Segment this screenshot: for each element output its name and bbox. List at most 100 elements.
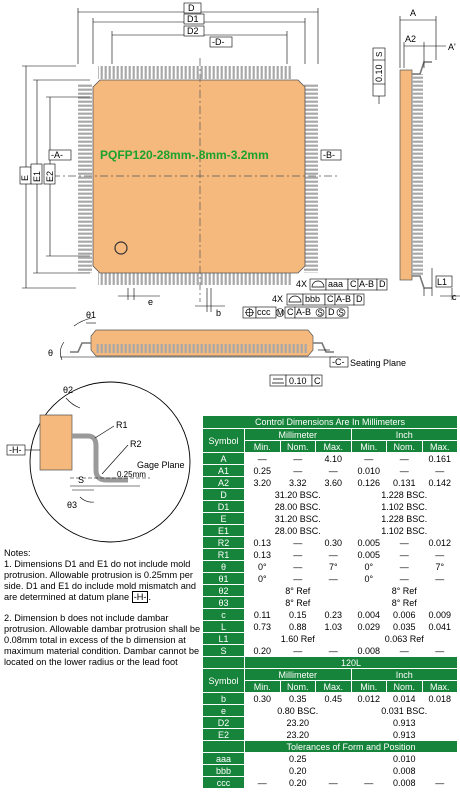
- row-value-mm: 31.20 BSC.: [244, 512, 352, 525]
- row-value: —: [279, 644, 316, 657]
- row-value: 0°: [244, 560, 281, 573]
- notes-block: Notes: 1. Dimensions D1 and E1 do not in…: [4, 548, 202, 678]
- datum-D: -D-: [212, 37, 225, 47]
- row-value: —: [386, 452, 423, 465]
- row-value-inch: 1.102 BSC.: [350, 500, 458, 513]
- dim-L1: L1: [437, 277, 447, 287]
- dim-E: E: [20, 175, 30, 181]
- row-symbol: bbb: [202, 764, 245, 777]
- pin1-marker: [114, 241, 128, 255]
- lead-count-row: 120L: [202, 656, 458, 669]
- svg-text:D: D: [379, 279, 386, 289]
- header-millimeter: Millimeter: [244, 428, 352, 441]
- row-symbol: R2: [202, 536, 245, 549]
- row-value: 0.012: [421, 536, 458, 549]
- row-value-mm: 0.80 BSC.: [244, 704, 352, 717]
- row-value-mm: 8° Ref: [244, 596, 352, 609]
- svg-text:A-B: A-B: [359, 279, 374, 289]
- side-tol-label: 0.10: [374, 64, 384, 82]
- row-value: 0.20: [279, 776, 316, 789]
- dim-E2: E2: [45, 171, 55, 182]
- row-value-inch: 1.102 BSC.: [350, 524, 458, 537]
- top-leads: [98, 66, 292, 79]
- header-symbol: Symbol: [202, 428, 245, 453]
- gage-plane-label: Gage Plane: [137, 460, 185, 470]
- row-value: —: [386, 560, 423, 573]
- fcf-aaa: 4X aaa C A-B D: [296, 278, 388, 291]
- row-value: —: [279, 560, 316, 573]
- row-value: 0.23: [315, 608, 352, 621]
- table-title-row: Control Dimensions Are In Millimeters: [202, 415, 458, 429]
- row-value-mm: 23.20: [244, 716, 352, 729]
- row-value-inch: 0.063 Ref: [350, 632, 458, 645]
- svg-text:C: C: [350, 279, 357, 289]
- row-symbol: S: [202, 644, 245, 657]
- side-tol-ref: S: [375, 52, 384, 57]
- row-value-inch: 8° Ref: [350, 584, 458, 597]
- dim-R1: R1: [116, 420, 128, 430]
- row-value: —: [386, 572, 423, 585]
- row-value: —: [421, 548, 458, 561]
- row-value: 0.30: [244, 692, 281, 705]
- dim-A2: A2: [405, 34, 416, 44]
- row-value: 0.012: [350, 692, 387, 705]
- row-value: —: [421, 776, 458, 789]
- row-symbol: L1: [202, 632, 245, 645]
- row-value: —: [386, 536, 423, 549]
- row-value: —: [315, 644, 352, 657]
- dim-R2: R2: [130, 439, 142, 449]
- fcf-ccc: ccc M C A-B S D S: [242, 306, 349, 319]
- row-value: 0.006: [386, 608, 423, 621]
- row-value: —: [421, 572, 458, 585]
- header-sub: Nom.: [279, 440, 316, 453]
- lead-count-spacer: [202, 656, 245, 669]
- row-value: 0.88: [279, 620, 316, 633]
- row-value: 0°: [244, 572, 281, 585]
- row-value: 3.60: [315, 476, 352, 489]
- row-value-mm: 0.25: [244, 752, 352, 765]
- svg-text:D: D: [356, 294, 363, 304]
- row-value: 4.10: [315, 452, 352, 465]
- header-symbol: Symbol: [202, 668, 245, 693]
- note-2: 2. Dimension b does not include dambar p…: [4, 613, 201, 667]
- header-sub: Max.: [421, 680, 458, 693]
- row-value-mm: 0.20: [244, 764, 352, 777]
- row-value: —: [386, 464, 423, 477]
- row-value: 0.005: [350, 548, 387, 561]
- svg-text:C: C: [287, 307, 294, 317]
- note-1: 1. Dimensions D1 and E1 do not include m…: [4, 559, 197, 603]
- top-view: PQFP120-28mm-.8mm-3.2mm D D1: [19, 2, 342, 318]
- dim-theta: θ: [48, 348, 53, 358]
- row-symbol: A2: [202, 476, 245, 489]
- row-value: 0.161: [421, 452, 458, 465]
- datum-B: -B-: [323, 150, 335, 160]
- dim-D2: D2: [187, 26, 199, 36]
- row-value: 0.35: [279, 692, 316, 705]
- row-value: —: [279, 452, 316, 465]
- row-value-mm: 23.20: [244, 728, 352, 741]
- row-value: 0.13: [244, 536, 281, 549]
- bottom-leads: [98, 272, 292, 285]
- row-value: 0.20: [244, 644, 281, 657]
- row-value: —: [315, 776, 352, 789]
- dim-theta2: θ2: [63, 385, 73, 395]
- flat-tol-ref: C: [314, 376, 321, 386]
- header-millimeter: Millimeter: [244, 668, 352, 681]
- header-inch: Inch: [350, 428, 458, 441]
- datum-H: -H-: [9, 445, 22, 455]
- row-value: 0.13: [244, 548, 281, 561]
- datum-C: -C-: [332, 357, 345, 367]
